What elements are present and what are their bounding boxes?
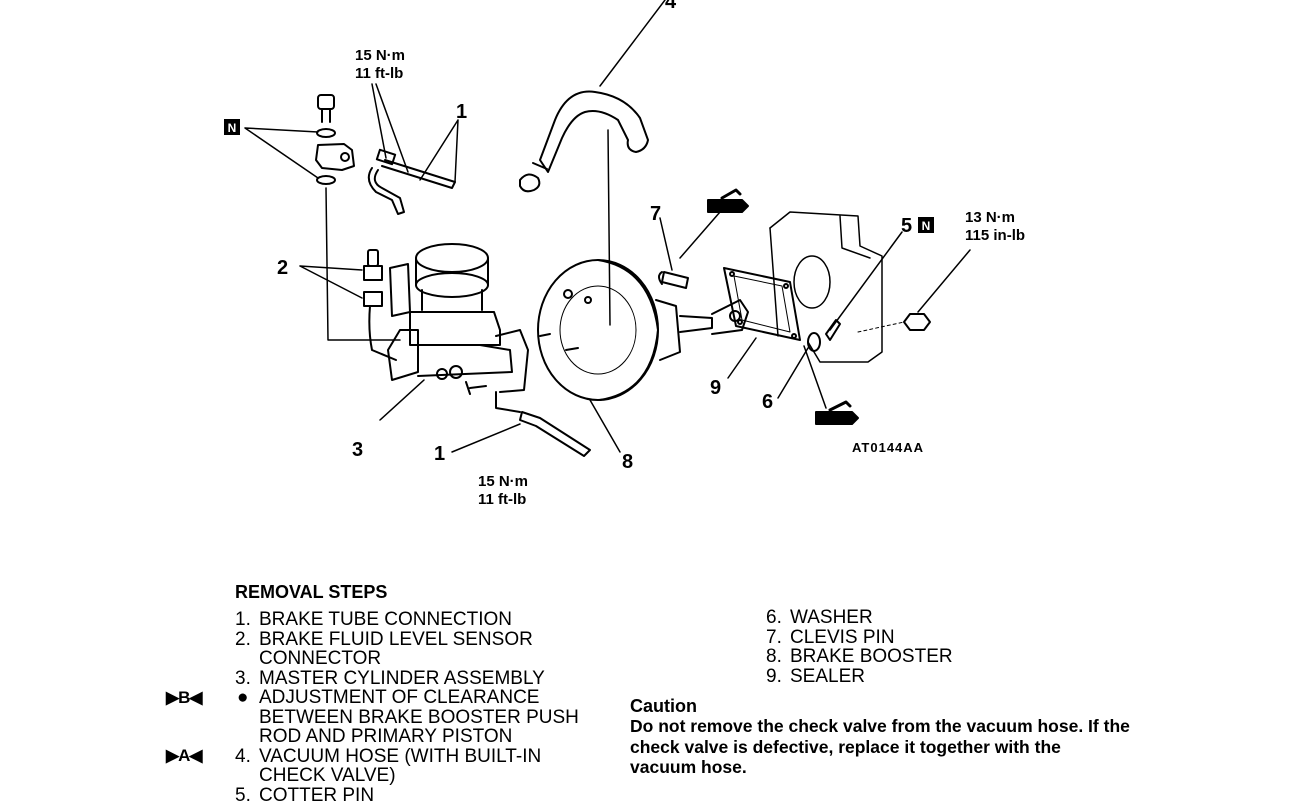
- figure-code: AT0144AA: [852, 440, 924, 455]
- callout-8: 8: [622, 451, 633, 473]
- cotter-pin: [825, 319, 841, 341]
- vacuum-hose: [519, 90, 649, 193]
- torque-top-nm: 15 N·m: [355, 47, 405, 64]
- torque-top-ftlb: 11 ft-lb: [355, 65, 403, 82]
- callout-4: 4: [665, 0, 677, 13]
- callout-9: 9: [710, 377, 721, 399]
- step-index: 9.: [766, 665, 782, 687]
- step-text: BRAKE FLUID LEVEL SENSOR: [259, 628, 533, 650]
- badge-letter: N: [922, 219, 931, 233]
- procedure-marker-b: ▶B◀: [166, 688, 202, 707]
- torque-bottom-ftlb: 11 ft-lb: [478, 491, 526, 508]
- grease-tube-lower: [815, 400, 859, 425]
- firewall-bracket: [769, 211, 883, 363]
- step-index: 4.: [235, 745, 251, 767]
- brake-booster: [537, 129, 749, 401]
- step-index: 1.: [235, 609, 251, 630]
- callout-6: 6: [762, 391, 773, 413]
- step-text: SEALER: [790, 665, 865, 687]
- callout-5: 5: [901, 215, 912, 237]
- nonreusable-badge-left: N: [224, 119, 240, 135]
- step-text: VACUUM HOSE (WITH BUILT-IN: [259, 745, 542, 767]
- nonreusable-badge-right: N: [918, 217, 934, 233]
- procedure-marker-a: ▶A◀: [166, 746, 202, 765]
- step-text: MASTER CYLINDER ASSEMBLY: [259, 667, 545, 689]
- washer: [807, 332, 821, 352]
- step-index: 8.: [766, 646, 782, 667]
- union-bolt-assembly: [315, 94, 355, 185]
- clevis-pin: [658, 271, 689, 289]
- step-text: WASHER: [790, 607, 873, 628]
- step-text: CONNECTOR: [259, 648, 382, 669]
- step-text: CLEVIS PIN: [790, 626, 895, 648]
- sealer-gasket: [723, 267, 801, 341]
- step-text: CHECK VALVE): [259, 765, 396, 786]
- brake-tube-lower: [519, 411, 591, 457]
- bullet: ●: [237, 687, 249, 708]
- removal-steps-title: REMOVAL STEPS: [235, 582, 388, 602]
- step-index: 3.: [235, 667, 251, 689]
- callout-1-lower: 1: [434, 443, 445, 465]
- step-text: ROD AND PRIMARY PISTON: [259, 726, 513, 747]
- callout-1-upper: 1: [456, 101, 467, 123]
- booster-nut: [903, 313, 931, 331]
- step-text: BRAKE BOOSTER: [790, 646, 953, 667]
- step-index: 5.: [235, 784, 251, 806]
- callout-2: 2: [277, 257, 288, 279]
- master-cylinder: [387, 243, 529, 413]
- torque-bottom-nm: 15 N·m: [478, 473, 528, 490]
- fluid-level-sensor-connector: [363, 249, 411, 361]
- callout-7: 7: [650, 203, 661, 225]
- step-text: BETWEEN BRAKE BOOSTER PUSH: [259, 706, 579, 728]
- torque-right-inlb: 115 in-lb: [965, 227, 1025, 244]
- brake-tube-upper: [367, 148, 456, 215]
- step-index: 7.: [766, 626, 782, 648]
- caution-title: Caution: [630, 696, 697, 716]
- callout-3: 3: [352, 439, 363, 461]
- step-text: BRAKE TUBE CONNECTION: [259, 609, 513, 630]
- badge-letter: N: [228, 121, 237, 135]
- step-index: 2.: [235, 628, 251, 650]
- step-text: COTTER PIN: [259, 784, 375, 806]
- torque-right-nm: 13 N·m: [965, 209, 1015, 226]
- caution-text: Do not remove the check valve from the v…: [630, 716, 1130, 777]
- step-text: ADJUSTMENT OF CLEARANCE: [259, 687, 540, 708]
- grease-tube-upper: [707, 188, 749, 213]
- brake-booster-exploded-diagram: 4 1 2 3 1 8 9 6 7 5 N N 15 N·m 11 ft-lb …: [224, 0, 1025, 508]
- step-index: 6.: [766, 607, 782, 628]
